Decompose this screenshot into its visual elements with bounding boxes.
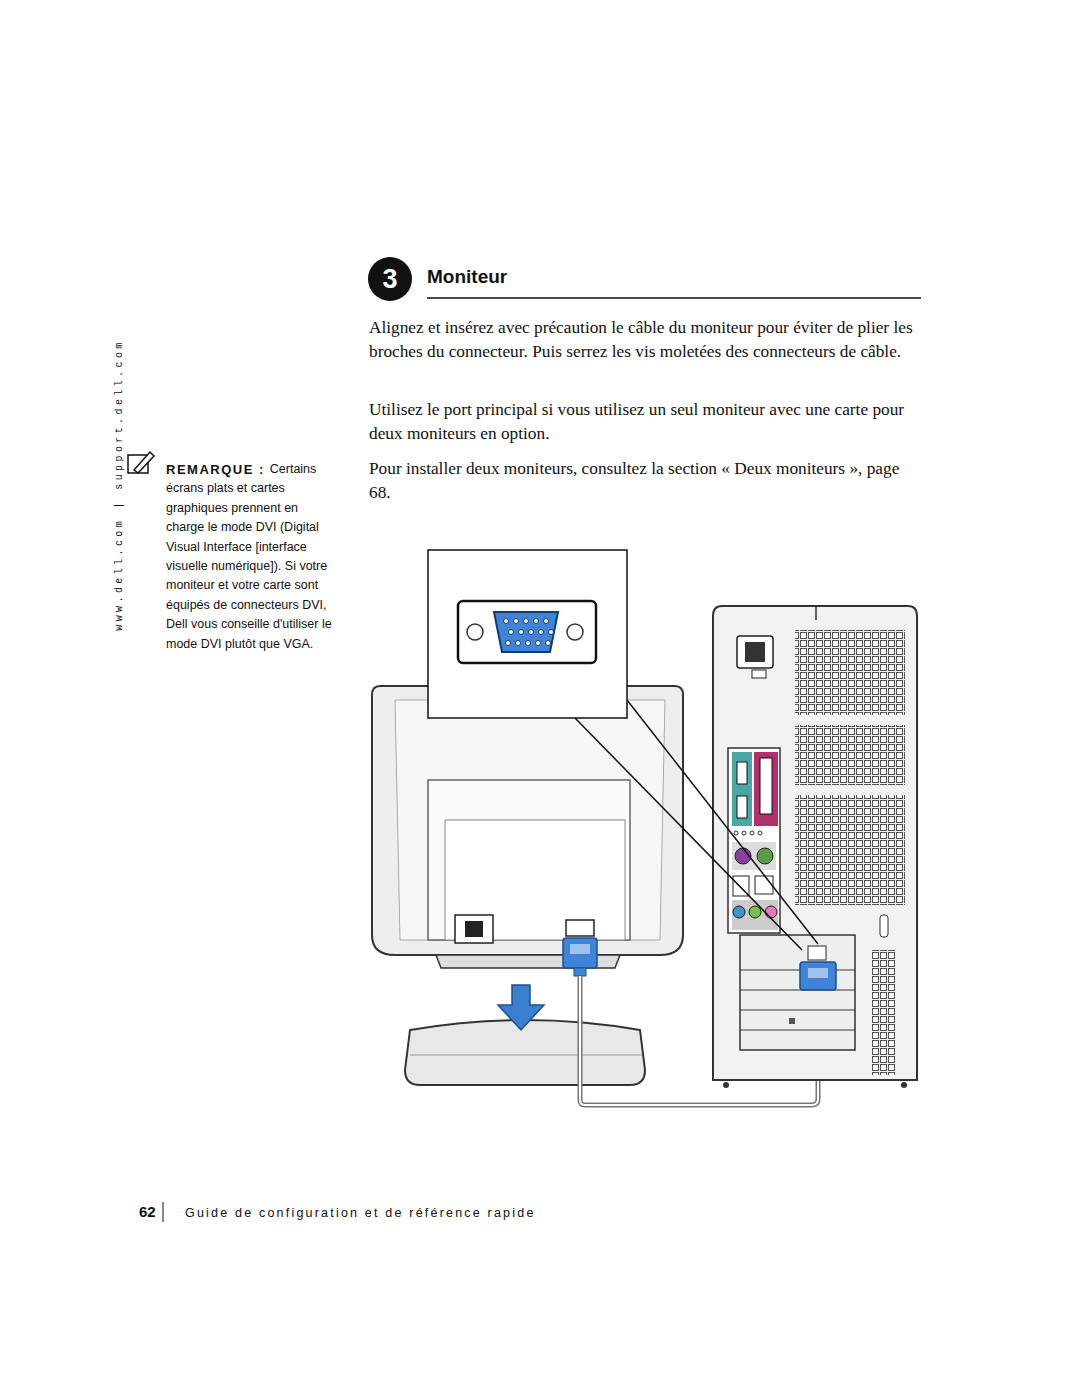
step-number: 3 bbox=[382, 266, 397, 293]
body-paragraph: Alignez et insérez avec précaution le câ… bbox=[369, 316, 922, 364]
zoom-inset bbox=[428, 550, 627, 718]
side-url: www.dell.com | support.dell.com bbox=[113, 255, 127, 715]
footer-title: Guide de configuration et de référence r… bbox=[185, 1204, 536, 1222]
title-rule bbox=[427, 297, 921, 299]
vga-port-zoom bbox=[458, 601, 596, 663]
zoom-leader bbox=[627, 700, 818, 944]
page-number: 62 bbox=[139, 1203, 156, 1221]
step-badge: 3 bbox=[368, 257, 412, 301]
body-paragraph: Utilisez le port principal si vous utili… bbox=[369, 398, 922, 446]
footer-divider bbox=[163, 1202, 164, 1222]
note-heading: REMARQUE : bbox=[166, 460, 265, 479]
vga-plug bbox=[563, 938, 597, 976]
section-title: Moniteur bbox=[427, 265, 507, 289]
zoom-leader bbox=[575, 718, 802, 950]
computer-tower bbox=[713, 606, 917, 1088]
body-paragraph: Pour installer deux moniteurs, consultez… bbox=[369, 457, 922, 505]
monitor bbox=[372, 686, 683, 1085]
note-body: Certains écrans plats et cartes graphiqu… bbox=[166, 460, 336, 654]
note-icon bbox=[128, 452, 154, 473]
